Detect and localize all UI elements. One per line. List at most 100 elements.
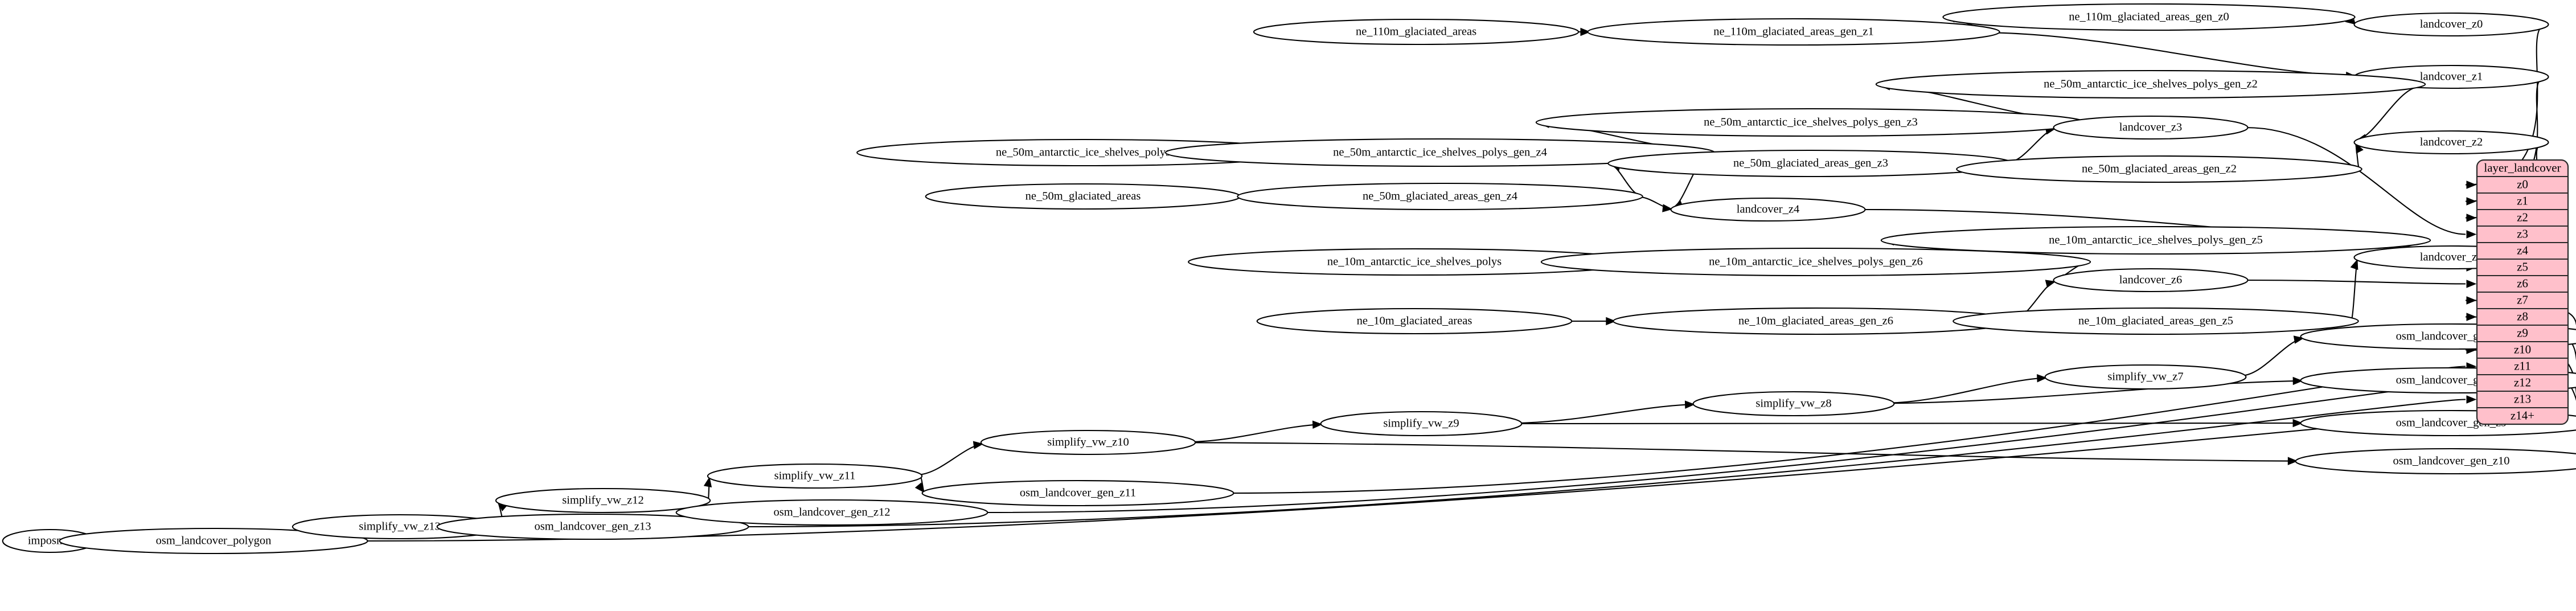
graph-node[interactable]: ne_110m_glaciated_areas <box>1253 18 1580 46</box>
record-field-z12[interactable]: z12 <box>2514 375 2531 389</box>
node-ellipse[interactable] <box>1587 18 2000 46</box>
record-field-z6[interactable]: z6 <box>2517 276 2528 290</box>
node-ellipse[interactable] <box>2044 364 2247 390</box>
graph-node[interactable]: ne_110m_glaciated_areas_gen_z1 <box>1587 18 2000 46</box>
node-ellipse[interactable] <box>1942 3 2356 31</box>
graph-node[interactable]: ne_110m_glaciated_areas_gen_z0 <box>1942 3 2356 31</box>
graph-node[interactable]: osm_landcover_gen_z10 <box>2295 448 2576 475</box>
node-label: landcover_z3 <box>2119 121 2182 134</box>
node-label: ne_10m_glaciated_areas_gen_z5 <box>2078 315 2233 327</box>
record-title: layer_landcover <box>2484 161 2561 174</box>
node-label: ne_110m_glaciated_areas_gen_z0 <box>2069 11 2229 23</box>
graph-node[interactable]: ne_50m_antarctic_ice_shelves_polys_gen_z… <box>1875 69 2426 99</box>
node-label: landcover_z4 <box>1737 203 1799 216</box>
record-field-z8[interactable]: z8 <box>2517 309 2528 323</box>
record-field-z10[interactable]: z10 <box>2514 342 2531 356</box>
node-label: ne_110m_glaciated_areas_gen_z1 <box>1713 26 1874 38</box>
record-field-z3[interactable]: z3 <box>2517 227 2528 240</box>
record-field-z0[interactable]: z0 <box>2517 177 2528 191</box>
node-label: osm_landcover_gen_z12 <box>774 506 891 519</box>
node-label: ne_50m_antarctic_ice_shelves_polys_gen_z… <box>2044 78 2258 91</box>
node-label: ne_50m_glaciated_areas_gen_z4 <box>1363 190 1517 203</box>
graph-node[interactable]: landcover_z4 <box>1670 197 1866 222</box>
graph-node[interactable]: ne_10m_antarctic_ice_shelves_polys_gen_z… <box>1880 225 2431 255</box>
node-ellipse[interactable] <box>1956 155 2362 183</box>
node-ellipse[interactable] <box>1692 391 1895 417</box>
node-ellipse[interactable] <box>2353 12 2549 37</box>
node-label: landcover_z0 <box>2420 18 2483 31</box>
node-label: ne_10m_glaciated_areas_gen_z6 <box>1738 315 1893 327</box>
graph-node[interactable]: landcover_z3 <box>2053 115 2249 140</box>
graph-node[interactable]: landcover_z0 <box>2353 12 2549 37</box>
node-ellipse[interactable] <box>2053 115 2249 140</box>
record-field-z1[interactable]: z1 <box>2517 194 2528 207</box>
node-ellipse[interactable] <box>1875 69 2426 99</box>
node-label: simplify_vw_z9 <box>1383 417 1459 430</box>
node-label: simplify_vw_z11 <box>774 470 856 482</box>
node-ellipse[interactable] <box>2295 448 2576 475</box>
graph-node[interactable]: landcover_z2 <box>2353 130 2549 155</box>
node-ellipse[interactable] <box>675 499 988 526</box>
node-ellipse[interactable] <box>1253 18 1580 46</box>
node-label: ne_50m_antarctic_ice_shelves_polys_gen_z… <box>1333 146 1547 159</box>
node-label: simplify_vw_z10 <box>1047 436 1129 449</box>
record-field-z2[interactable]: z2 <box>2517 210 2528 224</box>
graph-node[interactable]: osm_landcover_gen_z12 <box>675 499 988 526</box>
record-field-z7[interactable]: z7 <box>2517 293 2528 306</box>
node-ellipse[interactable] <box>59 527 368 555</box>
node-ellipse[interactable] <box>1952 307 2359 335</box>
graph-node[interactable]: simplify_vw_z9 <box>1320 411 1523 437</box>
node-ellipse[interactable] <box>980 429 1196 456</box>
graph-node[interactable]: ne_50m_glaciated_areas_gen_z2 <box>1956 155 2362 183</box>
record-node-layer: layer_landcover z0 z1 z2 z3 z4 z5 z6 z7 z8 z9 z10 z1… <box>2476 159 2569 425</box>
node-ellipse[interactable] <box>495 487 711 514</box>
node-ellipse[interactable] <box>707 463 923 489</box>
graph-node[interactable]: osm_landcover_gen_z11 <box>921 479 1234 507</box>
node-label: imposm3 <box>28 535 71 547</box>
node-label: ne_10m_glaciated_areas <box>1357 315 1472 327</box>
graph-node[interactable]: ne_50m_glaciated_areas_gen_z3 <box>1607 149 2014 178</box>
graph-node[interactable]: landcover_z6 <box>2053 268 2249 293</box>
node-ellipse[interactable] <box>1256 307 1573 335</box>
node-ellipse[interactable] <box>1880 225 2431 255</box>
record-node-layer-landcover[interactable]: layer_landcover z0 z1 z2 z3 z4 z5 z6 z7 z8 z9 z10 z1… <box>2476 159 2569 425</box>
node-ellipse[interactable] <box>1320 411 1523 437</box>
node-label: landcover_z6 <box>2119 274 2182 286</box>
node-ellipse[interactable] <box>2053 268 2249 293</box>
node-ellipse[interactable] <box>2353 130 2549 155</box>
node-ellipse[interactable] <box>1670 197 1866 222</box>
node-label: simplify_vw_z8 <box>1755 397 1831 410</box>
node-label: osm_landcover_polygon <box>156 535 272 547</box>
node-label: ne_50m_glaciated_areas_gen_z2 <box>2082 163 2237 175</box>
graph-node[interactable]: ne_10m_glaciated_areas <box>1256 307 1573 335</box>
graph-node[interactable]: simplify_vw_z8 <box>1692 391 1895 417</box>
graph-node[interactable]: ne_50m_antarctic_ice_shelves_polys_gen_z… <box>1535 108 2086 137</box>
node-label: osm_landcover_gen_z13 <box>535 520 651 533</box>
record-field-z11[interactable]: z11 <box>2514 359 2531 372</box>
node-ellipse[interactable] <box>921 479 1234 507</box>
graph-node[interactable]: ne_10m_glaciated_areas_gen_z5 <box>1952 307 2359 335</box>
graph-node[interactable]: osm_landcover_polygon <box>59 527 368 555</box>
node-label: landcover_z5 <box>2420 251 2483 264</box>
graph-node[interactable]: simplify_vw_z7 <box>2044 364 2247 390</box>
graph-node[interactable]: ne_50m_glaciated_areas <box>925 183 1241 210</box>
graph-node[interactable]: simplify_vw_z11 <box>707 463 923 489</box>
graph-node[interactable]: ne_10m_antarctic_ice_shelves_polys_gen_z… <box>1540 247 2091 277</box>
graph-node[interactable]: ne_10m_antarctic_ice_shelves_polys <box>1188 248 1641 276</box>
graph-node[interactable]: ne_50m_glaciated_areas_gen_z4 <box>1237 182 1643 211</box>
node-label: ne_50m_glaciated_areas <box>1026 190 1141 203</box>
graph-node[interactable]: osm_landcover_gen_z13 <box>436 513 749 540</box>
graph-node[interactable]: simplify_vw_z10 <box>980 429 1196 456</box>
record-field-z5[interactable]: z5 <box>2517 260 2528 273</box>
node-ellipse[interactable] <box>436 513 749 540</box>
graph-node[interactable]: simplify_vw_z12 <box>495 487 711 514</box>
record-field-z14+[interactable]: z14+ <box>2511 408 2534 422</box>
record-field-z13[interactable]: z13 <box>2514 392 2531 405</box>
node-ellipse[interactable] <box>1237 182 1643 211</box>
record-field-z4[interactable]: z4 <box>2517 243 2528 257</box>
node-label: landcover_z1 <box>2420 71 2483 83</box>
record-field-z9[interactable]: z9 <box>2517 326 2528 339</box>
node-ellipse[interactable] <box>1540 247 2091 277</box>
